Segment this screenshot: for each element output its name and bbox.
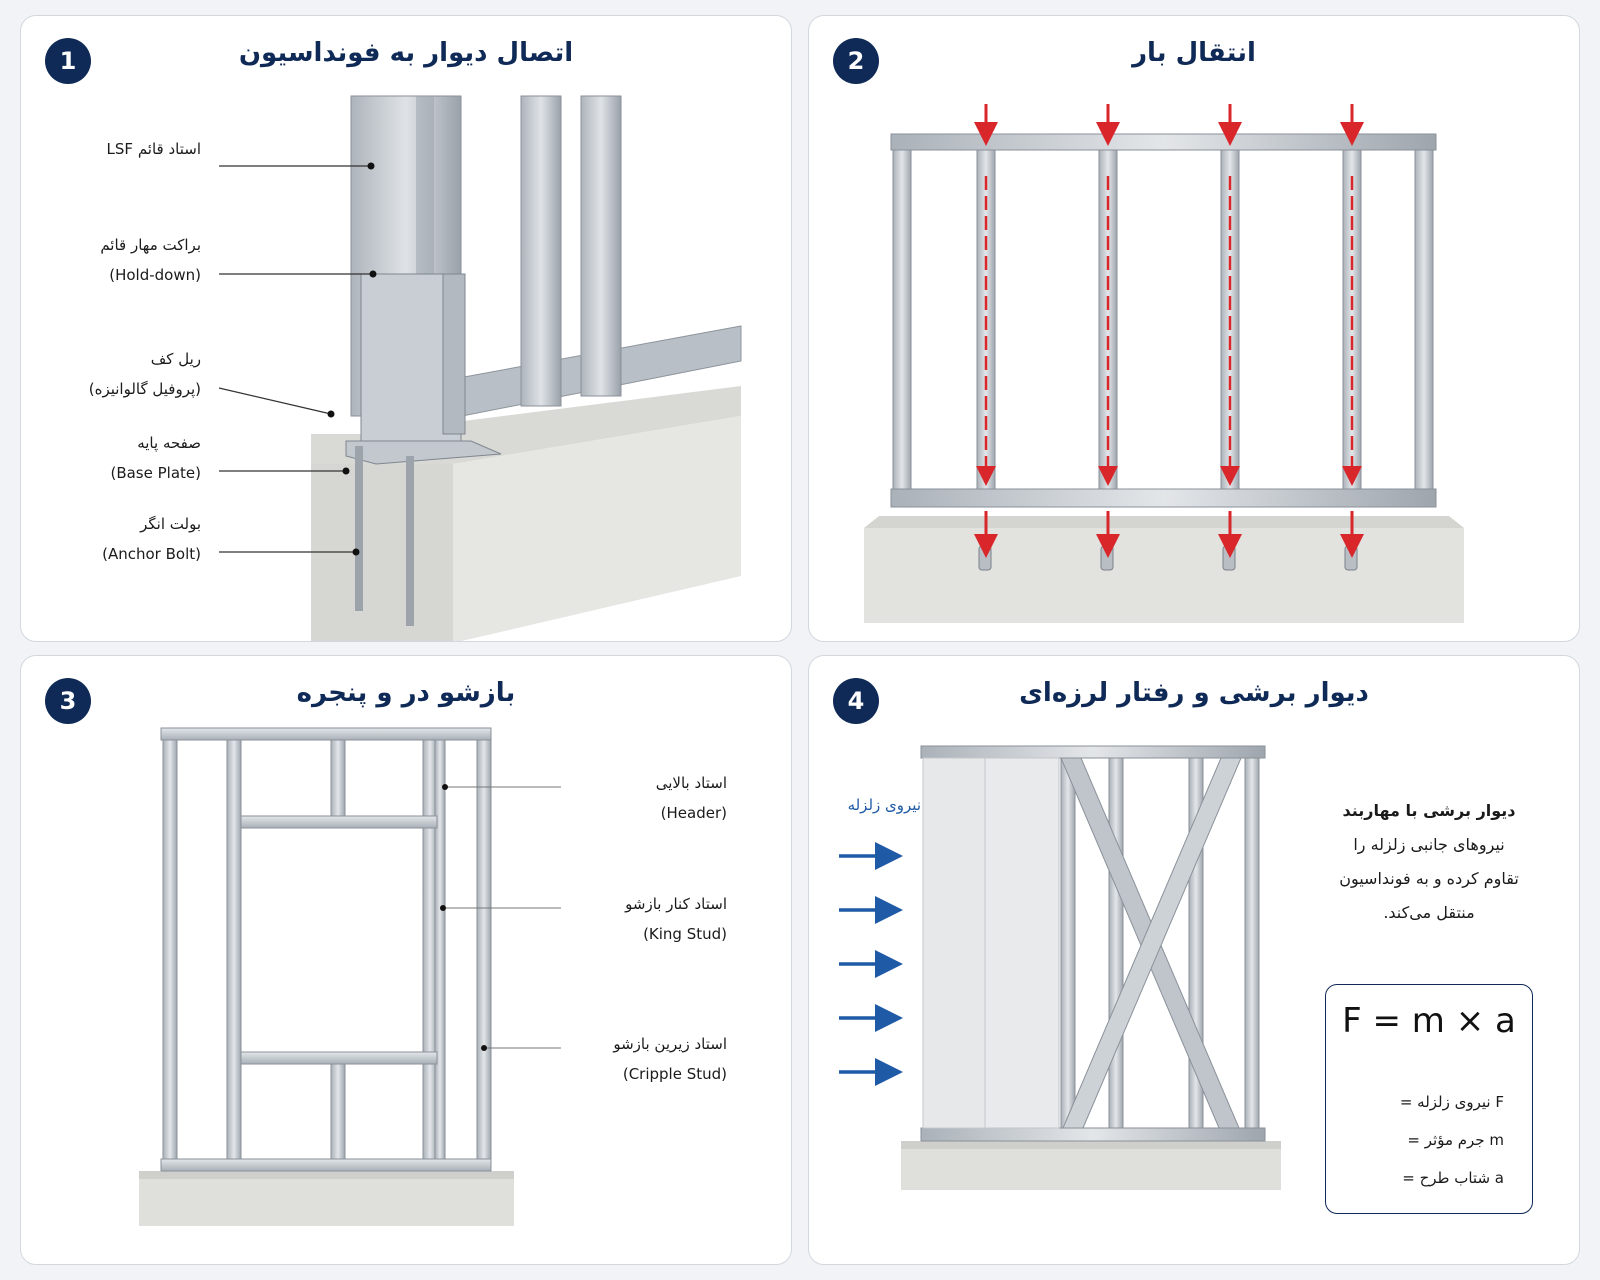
formula-box: F = m × a F نیروی زلزله = m جرم مؤثر = a… <box>1325 984 1533 1214</box>
top-track <box>890 133 1437 151</box>
foundation-front <box>864 528 1464 623</box>
stud-left-2 <box>226 739 242 1160</box>
panel-title: دیوار برشی و رفتار لرزه‌ای <box>1019 678 1369 708</box>
top-track <box>920 745 1266 759</box>
end-stud-right <box>1414 149 1434 490</box>
concrete-side <box>453 416 741 641</box>
panel-load-transfer: 2 انتقال بار <box>808 15 1580 642</box>
bottom-track <box>920 1127 1266 1142</box>
label-base-plate: صفحه پایه(Base Plate) <box>110 434 201 482</box>
stud-1 <box>1060 757 1076 1129</box>
cripple-bottom-1 <box>330 1063 346 1160</box>
description-title: دیوار برشی با مهاربند <box>1342 801 1516 820</box>
bottom-track <box>160 1158 492 1172</box>
panel-title: انتقال بار <box>1132 38 1256 68</box>
end-stud-left <box>892 149 912 490</box>
foundation-strip <box>139 1178 514 1226</box>
description-line: تقاوم کرده و به فونداسیون <box>1339 869 1519 888</box>
description-line: منتقل می‌کند. <box>1383 903 1475 922</box>
panel-number-badge: 1 <box>45 38 91 84</box>
anchor-bolt-2 <box>406 456 414 626</box>
label-lsf-stud: استاد قائم LSF <box>106 140 201 158</box>
panel-title: بازشو در و پنجره <box>296 678 516 708</box>
anchor-3 <box>1222 545 1236 571</box>
anchor-2 <box>1100 545 1114 571</box>
label-anchor-bolt: بولت انگر(Anchor Bolt) <box>102 515 201 563</box>
label-hold-down: براکت مهار قائم(Hold-down) <box>100 236 201 284</box>
stud-outer-right <box>476 739 492 1160</box>
x-brace-2 <box>1062 757 1242 1129</box>
stud-outer-left <box>162 739 178 1160</box>
header <box>240 815 438 829</box>
seismic-force-label: نیروی زلزله <box>847 796 921 814</box>
foundation <box>901 1148 1281 1190</box>
panel-title: اتصال دیوار به فونداسیون <box>238 38 574 68</box>
load-transfer-illustration <box>864 104 1464 623</box>
panel-number-badge: 2 <box>833 38 879 84</box>
label-king-stud: استاد کنار بازشو(King Stud) <box>625 895 727 943</box>
base-plate <box>345 440 502 465</box>
anchor-bolt-1 <box>355 446 363 611</box>
panel-door-window-opening: 3 بازشو در و پنجره <box>20 655 792 1265</box>
anchor-1 <box>978 545 992 571</box>
foundation-top <box>864 516 1464 528</box>
jack-stud <box>434 739 446 1160</box>
formula-legend-m: m جرم مؤثر = <box>1407 1131 1504 1149</box>
anchor-4 <box>1344 545 1358 571</box>
opening-frame-illustration <box>139 727 561 1226</box>
stud-4 <box>1244 757 1260 1129</box>
formula-text: F = m × a <box>1342 1001 1516 1041</box>
formula-legend-a: a شتاب طرح = <box>1402 1169 1504 1187</box>
shear-wall-description: دیوار برشی با مهاربند نیروهای جانبی زلزل… <box>1309 794 1549 930</box>
cripple-top-1 <box>330 739 346 817</box>
label-header: استاد بالایی(Header) <box>655 774 727 822</box>
panel-number-badge: 3 <box>45 678 91 724</box>
panel-shear-wall-seismic: 4 دیوار برشی و رفتار لرزه‌ای نیروی زلزله <box>808 655 1580 1265</box>
sill <box>240 1051 438 1065</box>
label-bottom-track: ریل کف(پروفیل گالوانیزه) <box>88 350 201 398</box>
formula-legend-f: F نیروی زلزله = <box>1399 1093 1504 1111</box>
concrete-front <box>311 464 453 641</box>
bottom-track <box>890 488 1437 508</box>
description-line: نیروهای جانبی زلزله را <box>1353 835 1505 854</box>
stud-back-2 <box>580 95 622 397</box>
foundation-connection-illustration <box>218 95 742 641</box>
sheathing-board-2 <box>984 757 1060 1129</box>
panel-foundation-connection: 1 اتصال دیوار به فونداسیون <box>20 15 792 642</box>
panel-number-badge: 4 <box>833 678 879 724</box>
stud-group <box>976 149 1362 490</box>
shear-wall-illustration <box>839 745 1281 1190</box>
label-cripple-stud: استاد زیرین بازشو(Cripple Stud) <box>613 1035 727 1083</box>
stud-2 <box>1108 757 1124 1129</box>
sheathing-board-1 <box>922 757 986 1129</box>
stud-back-1 <box>520 95 562 407</box>
top-track <box>160 727 492 741</box>
